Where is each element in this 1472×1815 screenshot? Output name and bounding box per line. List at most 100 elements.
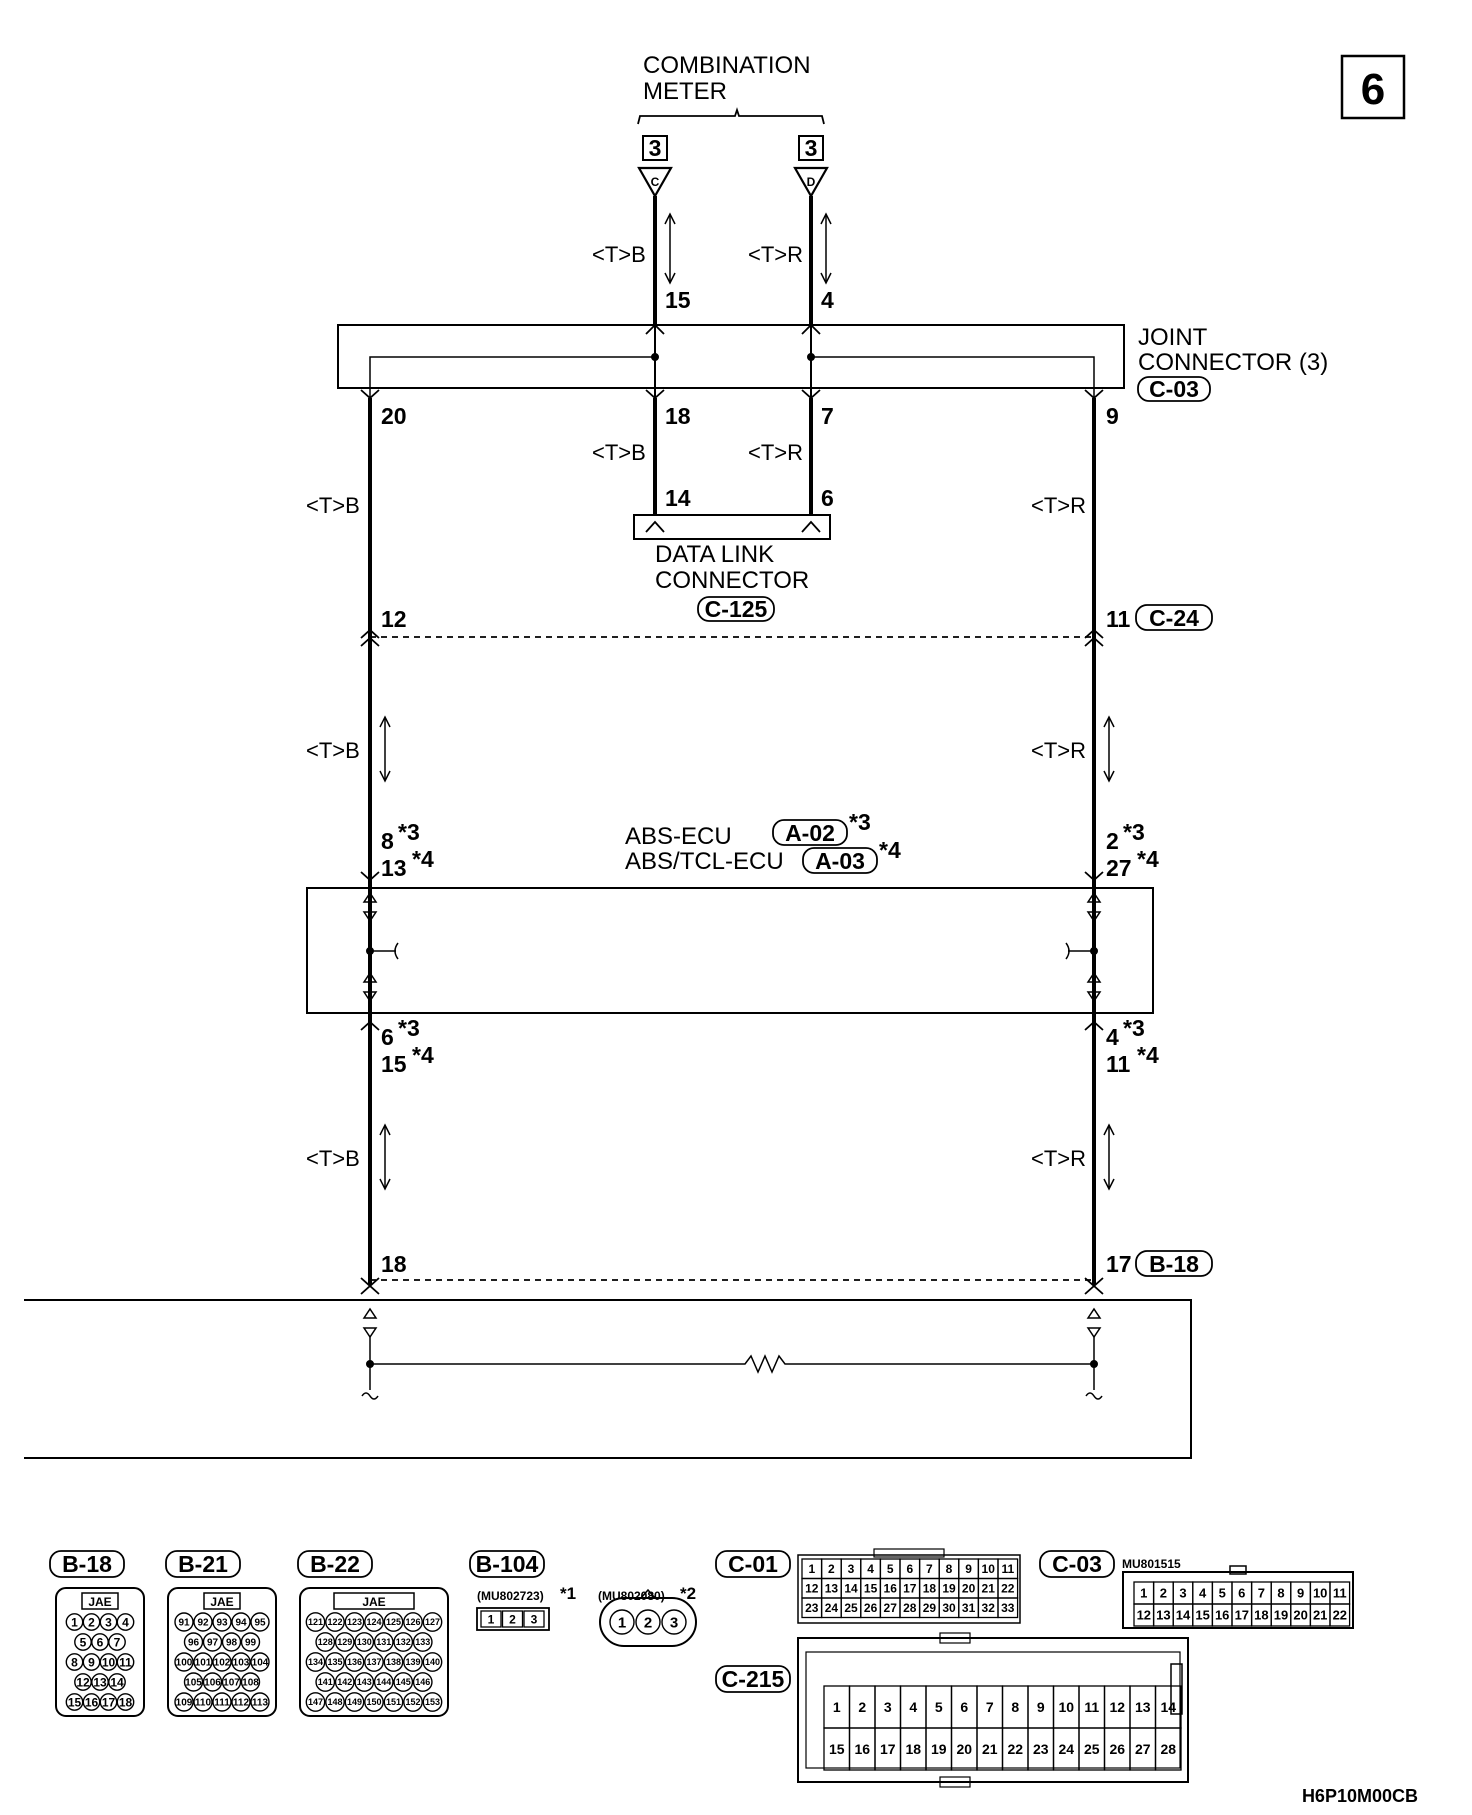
b22-pin-cell <box>422 1652 443 1672</box>
b18-junction-pin-18: 18 <box>381 1251 407 1277</box>
b21-pin-cell <box>193 1612 213 1632</box>
c03-pin-label: 20 <box>1293 1608 1307 1623</box>
c01-pin-label: 32 <box>982 1601 996 1615</box>
c215-pin-label: 22 <box>1007 1741 1023 1757</box>
b21-pin-label: 92 <box>197 1618 209 1629</box>
b22-pin-cell <box>325 1692 345 1712</box>
b22-pin-label: 147 <box>308 1697 323 1707</box>
abs-tcl-ecu-name: ABS/TCL-ECU <box>625 848 784 875</box>
c215-pin-label: 27 <box>1135 1741 1151 1757</box>
b22-pin-label: 134 <box>308 1657 323 1667</box>
abs-in-left-a-note: *3 <box>398 819 420 845</box>
b22-pin-label: 136 <box>347 1657 362 1667</box>
c01-pin-label: 8 <box>946 1562 953 1576</box>
connector-views: B-18 B-21 B-22 B-104 C-01 C-03 C-215 JAE… <box>49 1548 1418 1806</box>
c215-pin-label: 19 <box>931 1741 947 1757</box>
wire-label-dlc-r: <T>R <box>748 440 803 465</box>
meter-right-terminal-icon <box>793 166 829 199</box>
c01-pin-label: 16 <box>884 1582 898 1596</box>
c01-pin-label: 18 <box>923 1582 937 1596</box>
c215-pin-label: 26 <box>1109 1741 1125 1757</box>
b22-pin-cell <box>373 1632 394 1652</box>
dlc-title-2: CONNECTOR <box>655 567 809 594</box>
b104-b-pin-cell <box>635 1609 661 1635</box>
abs-in-right-b-note: *4 <box>1137 846 1159 872</box>
c01-pin-label: 9 <box>965 1562 972 1576</box>
b18-pin-label: 5 <box>80 1635 87 1649</box>
b22-pin-cell <box>315 1672 336 1692</box>
b18-pin-cell <box>116 1613 135 1631</box>
b22-pin-cell <box>412 1632 433 1652</box>
c01-pin-label: 11 <box>1001 1562 1014 1576</box>
abs-out-left-b: 15 <box>381 1051 407 1077</box>
b22-pin-cell <box>344 1612 365 1632</box>
combination-meter-title-2: METER <box>643 78 727 105</box>
b21-pin-label: 101 <box>195 1658 212 1669</box>
b104-a-pin-label: 2 <box>509 1612 516 1626</box>
b22-view-maker: JAE <box>362 1595 385 1609</box>
b22-pin-cell <box>334 1672 355 1692</box>
b21-pin-label: 100 <box>176 1658 193 1669</box>
c215-pin-label: 14 <box>1160 1699 1176 1715</box>
dlc-title-1: DATA LINK <box>655 541 774 568</box>
joint-connector <box>337 323 1125 400</box>
b21-pin-label: 113 <box>252 1698 269 1709</box>
b21-pin-cell <box>250 1612 270 1632</box>
c01-pin-label: 6 <box>906 1562 913 1576</box>
c01-pin-label: 1 <box>808 1562 815 1576</box>
joint-pin-18: 18 <box>665 403 691 429</box>
b22-pin-label: 142 <box>337 1677 352 1687</box>
c01-pin-label: 17 <box>903 1582 917 1596</box>
wire-label-right-3: <T>R <box>1031 1146 1086 1171</box>
dlc-pin-14: 14 <box>665 485 691 511</box>
b104-a-pin-label: 1 <box>488 1612 495 1626</box>
c215-pin-label: 11 <box>1084 1699 1099 1715</box>
wires-top <box>653 196 832 325</box>
b21-pin-cell <box>183 1672 204 1692</box>
b22-pin-label: 151 <box>386 1697 401 1707</box>
wire-label-dlc-b: <T>B <box>592 440 646 465</box>
b21-pin-cell <box>221 1632 242 1652</box>
b22-pin-cell <box>403 1652 423 1672</box>
c03-pin-label: 16 <box>1215 1608 1229 1623</box>
b21-pin-label: 103 <box>233 1658 250 1669</box>
b21-pin-label: 107 <box>223 1678 240 1689</box>
b22-pin-label: 153 <box>425 1697 440 1707</box>
c01-pin-label: 3 <box>848 1562 855 1576</box>
b104-a-pin-label: 3 <box>531 1612 538 1626</box>
abs-in-right-a-note: *3 <box>1123 819 1145 845</box>
c01-pin-label: 24 <box>825 1601 839 1615</box>
b21-pin-cell <box>202 1672 223 1692</box>
c215-pin-label: 8 <box>1011 1699 1019 1715</box>
b21-pin-cell <box>212 1612 232 1632</box>
b21-pin-label: 96 <box>188 1638 200 1649</box>
b18-pin-label: 17 <box>102 1695 116 1709</box>
c01-pin-label: 23 <box>805 1601 819 1615</box>
c01-pin-label: 2 <box>828 1562 835 1576</box>
b21-pin-label: 105 <box>185 1678 202 1689</box>
b22-pin-label: 150 <box>366 1697 381 1707</box>
meter-left-tag: 3 <box>649 135 662 161</box>
c03-pin-label: 10 <box>1313 1586 1327 1601</box>
b22-pin-label: 126 <box>405 1617 420 1627</box>
b21-pin-label: 111 <box>214 1698 230 1709</box>
b22-pin-cell <box>354 1672 375 1692</box>
terminating-module <box>24 1299 1192 1459</box>
b21-pin-label: 112 <box>233 1698 250 1709</box>
b22-pin-cell <box>403 1612 423 1632</box>
b21-pin-cell <box>212 1692 232 1712</box>
meter-right-tag: 3 <box>805 135 818 161</box>
abs-out-right-b: 11 <box>1106 1051 1131 1077</box>
b21-pin-cell <box>240 1672 261 1692</box>
c215-pin-label: 3 <box>884 1699 892 1715</box>
c215-pin-label: 12 <box>1109 1699 1125 1715</box>
c03-view-part: MU801515 <box>1122 1557 1181 1571</box>
b18-pin-label: 6 <box>97 1635 104 1649</box>
b21-pin-cell <box>250 1652 270 1672</box>
b22-pin-cell <box>325 1612 345 1632</box>
c215-pin-label: 24 <box>1058 1741 1074 1757</box>
b22-pin-cell <box>344 1692 365 1712</box>
meter-left-terminal: C <box>651 175 660 189</box>
b21-pin-label: 95 <box>254 1618 266 1629</box>
b21-pin-label: 99 <box>245 1638 257 1649</box>
